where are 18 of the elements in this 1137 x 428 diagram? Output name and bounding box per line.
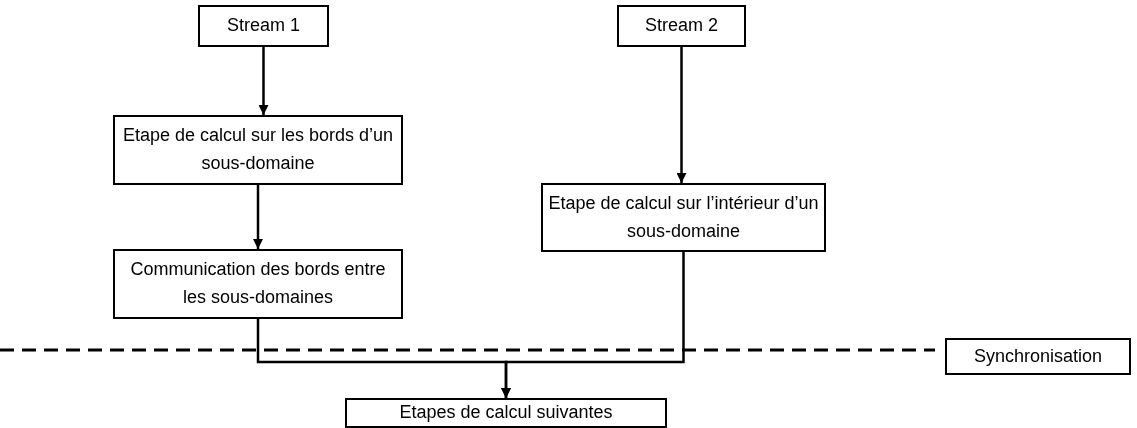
arrow bbox=[501, 252, 685, 398]
process-box bbox=[617, 5, 746, 47]
process-box bbox=[113, 249, 403, 319]
box-label: Communication des bords entre les sous-domaines bbox=[129, 258, 387, 309]
arrow bbox=[676, 47, 687, 183]
process-box bbox=[541, 183, 826, 252]
process-box bbox=[113, 115, 403, 185]
process-box bbox=[945, 338, 1131, 375]
process-box bbox=[345, 398, 667, 428]
box-label: Stream 1 bbox=[227, 14, 300, 38]
box-label: Etape de calcul sur l’intérieur d’un sous-domaine bbox=[547, 191, 820, 243]
box-label: Etape de calcul sur les bords d’un sous-domaine bbox=[121, 124, 395, 175]
box-label: Synchronisation bbox=[973, 344, 1103, 368]
process-box bbox=[198, 5, 329, 47]
arrow bbox=[258, 47, 269, 115]
box-label: Stream 2 bbox=[645, 14, 718, 38]
box-label: Etapes de calcul suivantes bbox=[399, 401, 613, 425]
arrow bbox=[253, 185, 263, 249]
